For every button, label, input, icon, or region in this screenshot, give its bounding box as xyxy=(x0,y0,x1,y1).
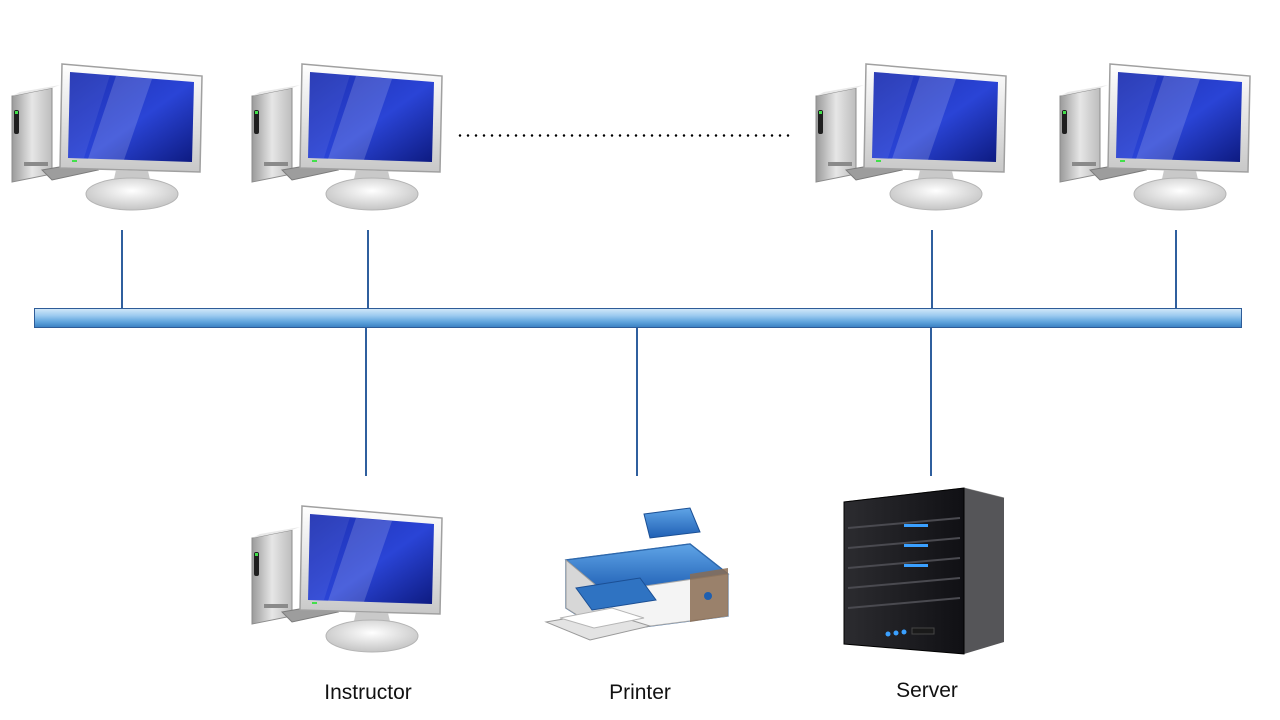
computer-icon xyxy=(251,63,443,211)
link-line xyxy=(365,328,367,476)
node-label-instructor: Instructor xyxy=(324,681,412,704)
link-line xyxy=(930,328,932,476)
printer-icon xyxy=(544,507,730,641)
computer-icon xyxy=(1059,63,1251,211)
continuation-dots xyxy=(456,134,792,137)
node-label-server: Server xyxy=(896,679,958,702)
computer-icon xyxy=(11,63,203,211)
link-line xyxy=(931,230,933,308)
server-icon xyxy=(843,487,1005,655)
link-line xyxy=(1175,230,1177,308)
link-line xyxy=(121,230,123,308)
link-line xyxy=(367,230,369,308)
link-line xyxy=(636,328,638,476)
computer-icon xyxy=(815,63,1007,211)
node-label-printer: Printer xyxy=(609,681,671,704)
computer-icon xyxy=(251,505,443,653)
network-bus xyxy=(34,308,1242,328)
